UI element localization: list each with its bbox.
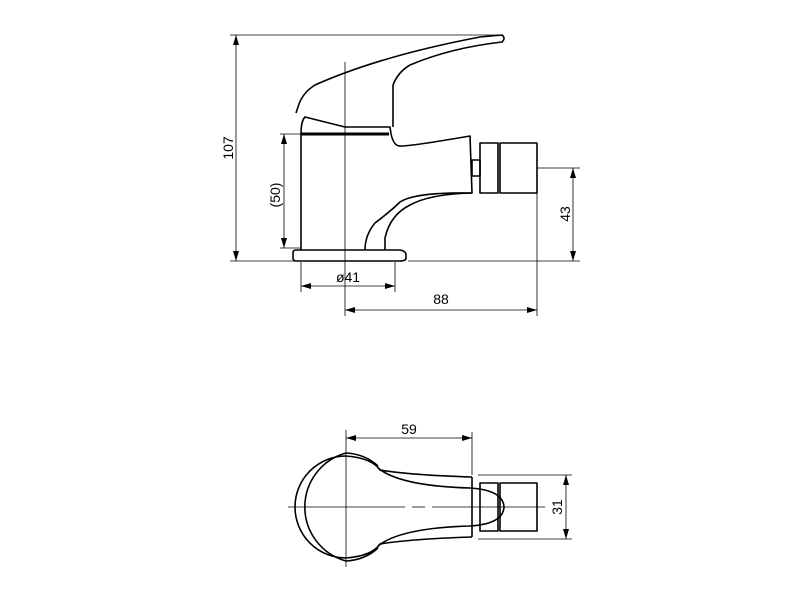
- dimension-label-height: 107: [220, 136, 236, 160]
- dimension-label-outlet-height: 43: [557, 206, 573, 222]
- dimension-label-lever-length: 59: [401, 421, 417, 437]
- lever-tip: [377, 467, 505, 547]
- side-view: 107 (50) ø41 88 43: [220, 34, 580, 316]
- spout-curve: [364, 192, 473, 251]
- aerator-nozzle: [499, 142, 538, 194]
- dimension-label-body-height: (50): [267, 183, 283, 208]
- aerator-nozzle-top: [499, 482, 538, 532]
- dimension-label-outlet-width: 31: [549, 499, 565, 515]
- aerator-ring-top: [479, 482, 499, 532]
- dimension-label-reach: 88: [433, 291, 449, 307]
- body-circle: [294, 455, 347, 559]
- base-outline: [304, 452, 379, 562]
- dimension-label-base-diameter: ø41: [336, 269, 360, 285]
- spout-lower: [384, 133, 473, 250]
- lever-handle: [295, 34, 505, 127]
- top-view: 59 31: [288, 421, 572, 567]
- base-plate: [292, 249, 407, 262]
- body-cap: [300, 116, 392, 135]
- aerator-stem: [471, 159, 481, 177]
- aerator-ring: [479, 142, 499, 194]
